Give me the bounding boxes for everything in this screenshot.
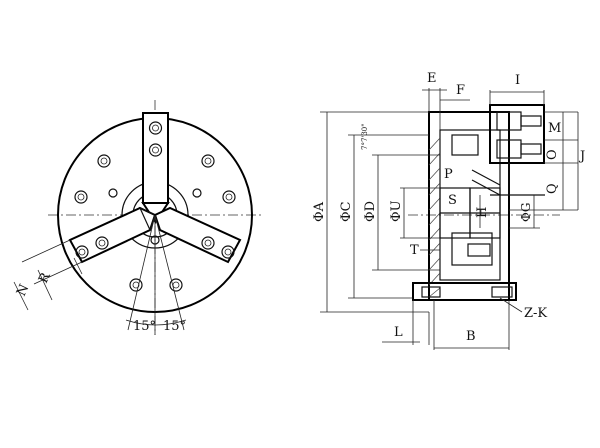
diameter-dims (320, 111, 440, 313)
bottom-dims (382, 300, 510, 350)
label-n: N (14, 282, 32, 299)
angle-left: 15° (133, 319, 156, 334)
dim-a: ΦA (312, 201, 327, 222)
dim-c: ΦC (339, 201, 354, 222)
dim-o: O (545, 149, 560, 160)
dim-s: S (448, 193, 457, 208)
section-hatch (428, 137, 441, 298)
left-jaw (68, 206, 157, 264)
angle-right: 15° (163, 319, 186, 334)
right-jaw (153, 206, 242, 264)
jaw-block (489, 104, 545, 164)
dim-e: E (427, 71, 437, 86)
top-dims (422, 88, 545, 130)
dim-m: M (548, 121, 561, 136)
top-jaw (141, 112, 170, 224)
dim-q: Q (545, 183, 560, 194)
angle-marks (125, 214, 187, 335)
dim-g: ΦG (519, 203, 533, 222)
rn-dimensions (13, 239, 83, 311)
dim-h: H (475, 207, 490, 218)
dim-i: I (515, 73, 520, 88)
angle-note: 7°7'30" (361, 124, 369, 150)
zk-leader (499, 297, 523, 313)
dim-b: B (466, 329, 476, 344)
dim-u: ΦU (389, 200, 404, 222)
front-view: R N 15° 15° (13, 100, 262, 335)
dim-f: F (456, 83, 465, 98)
dim-p: P (444, 167, 453, 182)
right-dims (509, 111, 579, 229)
dim-j: J (578, 149, 585, 164)
dim-t: T (410, 243, 419, 258)
label-r: R (36, 269, 54, 285)
side-view: ΦA ΦC ΦD ΦU 7°7'30" E F I (312, 71, 585, 350)
dim-zk: Z-K (524, 306, 547, 321)
mount-bolt (412, 282, 517, 301)
dim-d: ΦD (363, 201, 378, 222)
dim-l: L (394, 325, 403, 340)
